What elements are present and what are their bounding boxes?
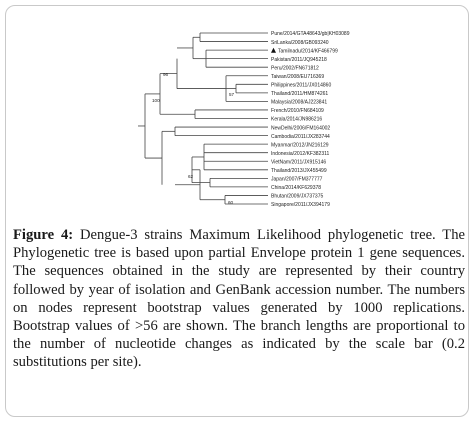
bootstrap-value: 62 <box>188 174 194 179</box>
bootstrap-value: 60 <box>228 200 234 205</box>
taxon-label: VietNam/2011/JX915146 <box>271 159 326 165</box>
bootstrap-value: 96 <box>163 72 169 77</box>
taxon-label: Myanmar/2012/JN216129 <box>271 142 329 148</box>
taxon-label: NewDelhi/2006/FM164002 <box>271 125 330 131</box>
taxon-label: Japan/2007/FM377777 <box>271 177 323 183</box>
taxon-label: Pakistan/2011/JQ945218 <box>271 57 327 63</box>
taxon-label: Thailand/2013/JX455499 <box>271 168 327 174</box>
taxon-label: Indonesia/2012/KF382311 <box>271 151 330 157</box>
bootstrap-value: 57 <box>229 92 235 97</box>
taxon-label: Tamilnadu/2014/KF466799 <box>278 48 338 54</box>
taxon-label: Cambodia/2011/JX283744 <box>271 134 330 140</box>
taxon-label: Peru/2002/FN671812 <box>271 65 319 71</box>
figure-caption-text: Dengue-3 strains Maximum Likelihood phyl… <box>13 227 465 371</box>
figure-caption: Figure 4: Dengue-3 strains Maximum Likel… <box>13 226 465 372</box>
taxon-label: SriLanka/2008/GB093240 <box>271 40 329 46</box>
bootstrap-value: 100 <box>152 98 160 103</box>
taxon-label: Kerala/2014/JN986216 <box>271 117 322 123</box>
taxon-label: Malaysia/2008/AJ223841 <box>271 100 327 106</box>
taxon-label: China/2014/KF629378 <box>271 185 321 191</box>
figure-label: Figure 4: <box>13 227 74 243</box>
phylogenetic-tree: Pune/2014/GTA48643/gb|KH03089SriLanka/20… <box>138 31 350 208</box>
marker-triangle-icon <box>271 47 276 53</box>
taxon-label: Pune/2014/GTA48643/gb|KH03089 <box>271 31 350 37</box>
taxon-label: Thailand/2011/HM874261 <box>271 91 328 97</box>
taxon-label: Philippines/2011/JX014860 <box>271 83 331 89</box>
taxon-label: Taiwan/2008/EU716369 <box>271 74 324 80</box>
taxon-label: French/2010/FN684109 <box>271 108 324 114</box>
figure-frame <box>5 5 469 417</box>
taxon-label: Bhutan/2009/JX737375 <box>271 194 323 200</box>
taxon-label: Singapore/2011/JX394179 <box>271 202 330 208</box>
